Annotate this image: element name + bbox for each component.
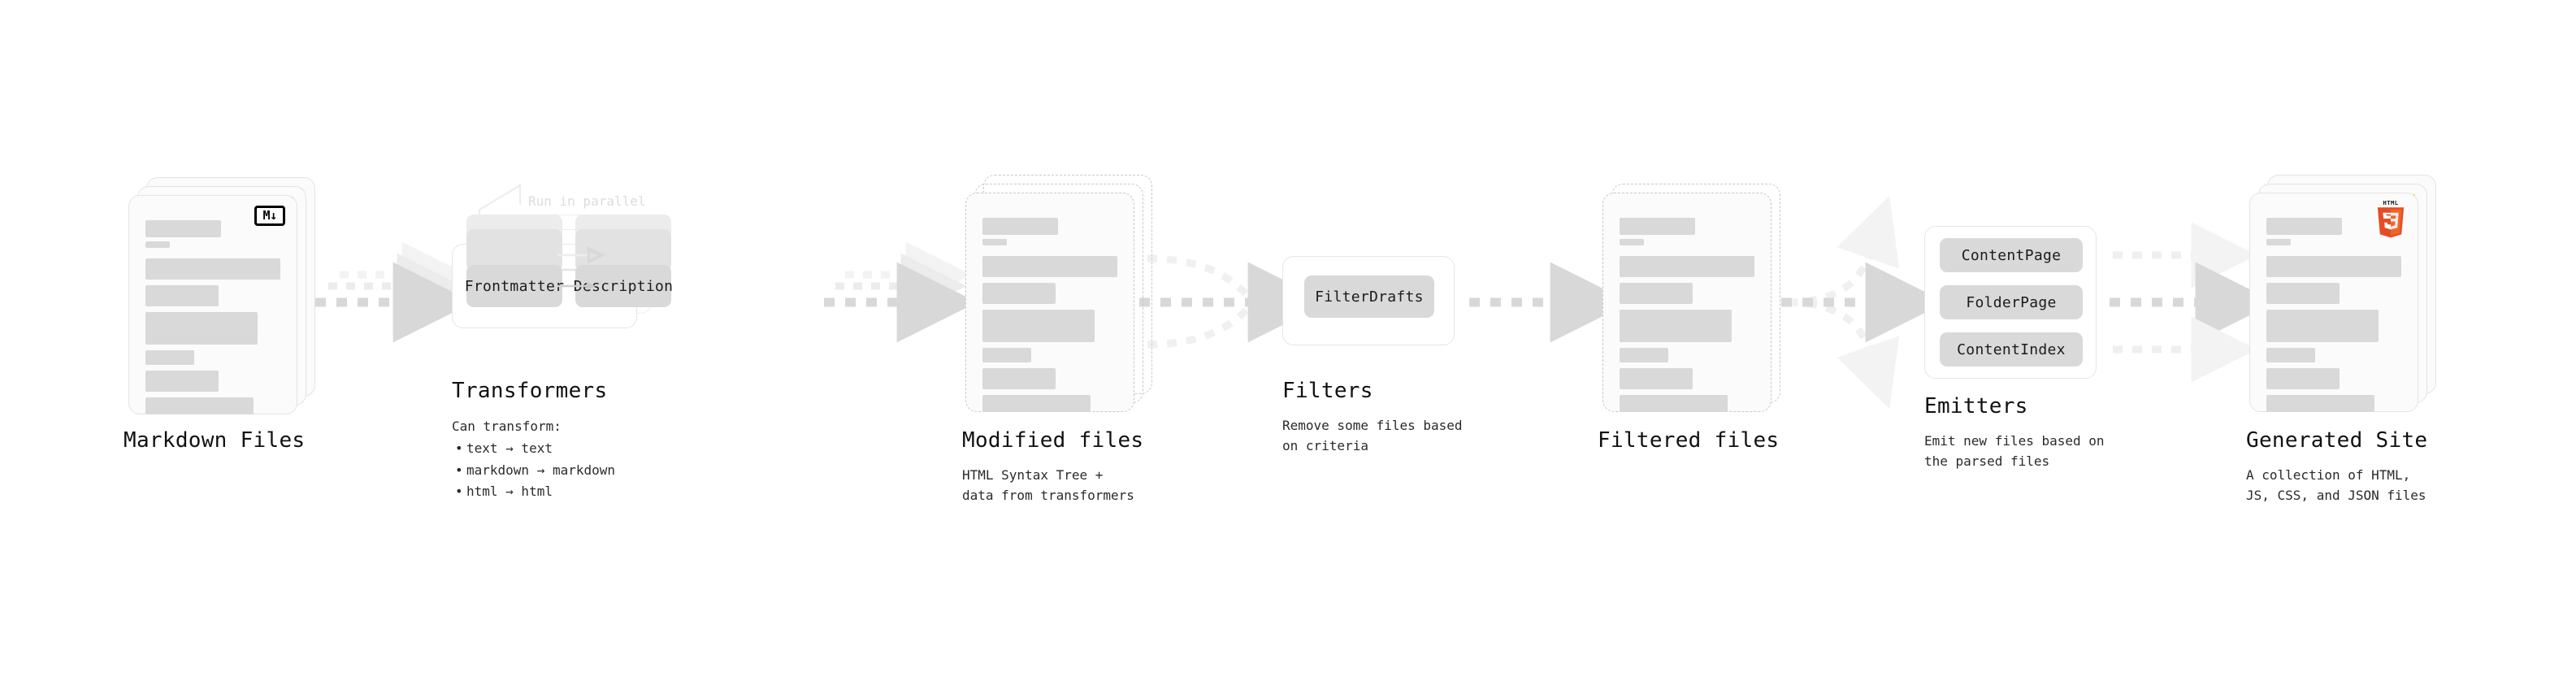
- content-bar: [145, 312, 258, 345]
- emitter-pill-contentpage[interactable]: ContentPage: [1940, 238, 2083, 272]
- arrow-transformers-to-modified: [824, 241, 978, 343]
- transformer-pill-frontmatter-middle: Frontmatter: [466, 229, 562, 271]
- content-bar: [982, 239, 1007, 245]
- generated-card-content: [2266, 218, 2401, 412]
- stage-modified-files: [965, 175, 1152, 414]
- content-bar: [1620, 283, 1693, 304]
- generated-site-subtitle: A collection of HTML, JS, CSS, and JSON …: [2246, 467, 2426, 503]
- generated-card-front-html: HTML: [2249, 193, 2418, 412]
- transformers-title: Transformers: [452, 379, 608, 403]
- content-bar: [1620, 348, 1668, 362]
- emitters-title: Emitters: [1924, 394, 2028, 419]
- markdown-files-title: Markdown Files: [124, 428, 306, 453]
- content-bar: [2266, 283, 2340, 304]
- markdown-card-stack: M↓ M↓ M↓: [128, 177, 315, 416]
- markdown-card-front: M↓: [128, 195, 297, 414]
- content-bar: [2266, 395, 2374, 412]
- content-bar: [1620, 368, 1693, 389]
- content-bar: [2266, 368, 2340, 389]
- content-bar: [2266, 256, 2401, 277]
- modified-files-title: Modified files: [962, 428, 1144, 453]
- filtered-card-content: [1620, 218, 1754, 412]
- arrow-markdown-to-transformers: [315, 241, 474, 343]
- stage-markdown-files: M↓ M↓ M↓: [128, 177, 315, 416]
- transformers-caption-item: html → html: [455, 481, 615, 503]
- transformers-caption-item: text → text: [455, 438, 615, 460]
- stage-filters: FilterDrafts: [1282, 256, 1455, 345]
- transformers-box-stack: Frontmatter Description Frontmatter Desc…: [452, 215, 696, 333]
- content-bar: [982, 256, 1117, 277]
- emitters-subtitle: Emit new files based on the parsed files: [1924, 433, 2105, 469]
- modified-card-front: [965, 193, 1134, 412]
- filtered-card-front: [1602, 193, 1772, 412]
- html5-badge-icon: HTML: [2374, 198, 2408, 239]
- html5-badge-wordmark: HTML: [2383, 199, 2398, 206]
- transformers-caption-item: markdown → markdown: [455, 460, 615, 482]
- generated-card-stack: CSS JS HTML: [2249, 175, 2436, 414]
- transformers-caption: Can transform: text → text markdown → ma…: [452, 416, 615, 503]
- emitters-box: ContentPage FolderPage ContentIndex: [1924, 226, 2097, 379]
- transformer-pill-description[interactable]: Description: [574, 265, 673, 307]
- markdown-card-content: [145, 220, 280, 414]
- modified-card-content: [982, 218, 1117, 412]
- content-bar: [145, 285, 219, 306]
- content-bar: [982, 218, 1058, 235]
- content-bar: [145, 241, 170, 248]
- content-bar: [2266, 310, 2379, 342]
- content-bar: [1620, 310, 1732, 342]
- content-bar: [145, 220, 221, 237]
- content-bar: [145, 350, 194, 365]
- modified-files-subtitle: HTML Syntax Tree + data from transformer…: [962, 467, 1134, 503]
- content-bar: [145, 258, 280, 280]
- content-bar: [982, 348, 1031, 362]
- arrow-emitters-to-site: [2110, 222, 2276, 383]
- content-bar: [1620, 239, 1644, 245]
- stage-generated-site: CSS JS HTML: [2249, 175, 2436, 414]
- arrow-filtered-to-emitters: [1781, 195, 1946, 410]
- filters-title: Filters: [1282, 379, 1373, 403]
- arrow-modified-to-filters: [1139, 254, 1329, 349]
- markdown-badge-icon: M↓: [254, 206, 285, 226]
- filtered-files-title: Filtered files: [1598, 428, 1780, 453]
- content-bar: [982, 283, 1056, 304]
- emitter-pill-contentindex[interactable]: ContentIndex: [1940, 332, 2083, 367]
- transformer-pill-frontmatter[interactable]: Frontmatter: [465, 265, 564, 307]
- run-in-parallel-note: Run in parallel: [528, 193, 646, 209]
- transformer-main-arrow: [557, 282, 596, 290]
- content-bar: [1620, 395, 1728, 412]
- filtered-card-stack: [1602, 184, 1780, 414]
- content-bar: [982, 368, 1056, 389]
- stage-filtered-files: [1602, 184, 1780, 414]
- content-bar: [145, 397, 254, 414]
- filters-subtitle: Remove some files based on criteria: [1282, 418, 1463, 453]
- content-bar: [982, 395, 1091, 412]
- content-bar: [982, 310, 1095, 342]
- stage-transformers: Frontmatter Description Frontmatter Desc…: [452, 215, 696, 333]
- content-bar: [1620, 256, 1754, 277]
- filter-pill-filterdrafts[interactable]: FilterDrafts: [1304, 275, 1434, 318]
- stage-emitters: ContentPage FolderPage ContentIndex: [1924, 226, 2097, 379]
- transformers-caption-lead: Can transform:: [452, 419, 562, 434]
- content-bar: [2266, 218, 2342, 235]
- content-bar: [2266, 239, 2291, 245]
- content-bar: [145, 371, 219, 392]
- content-bar: [1620, 218, 1695, 235]
- content-bar: [2266, 348, 2315, 362]
- generated-site-title: Generated Site: [2246, 428, 2428, 453]
- filters-box: FilterDrafts: [1282, 256, 1455, 345]
- emitter-pill-folderpage[interactable]: FolderPage: [1940, 285, 2083, 319]
- modified-card-stack: [965, 175, 1152, 414]
